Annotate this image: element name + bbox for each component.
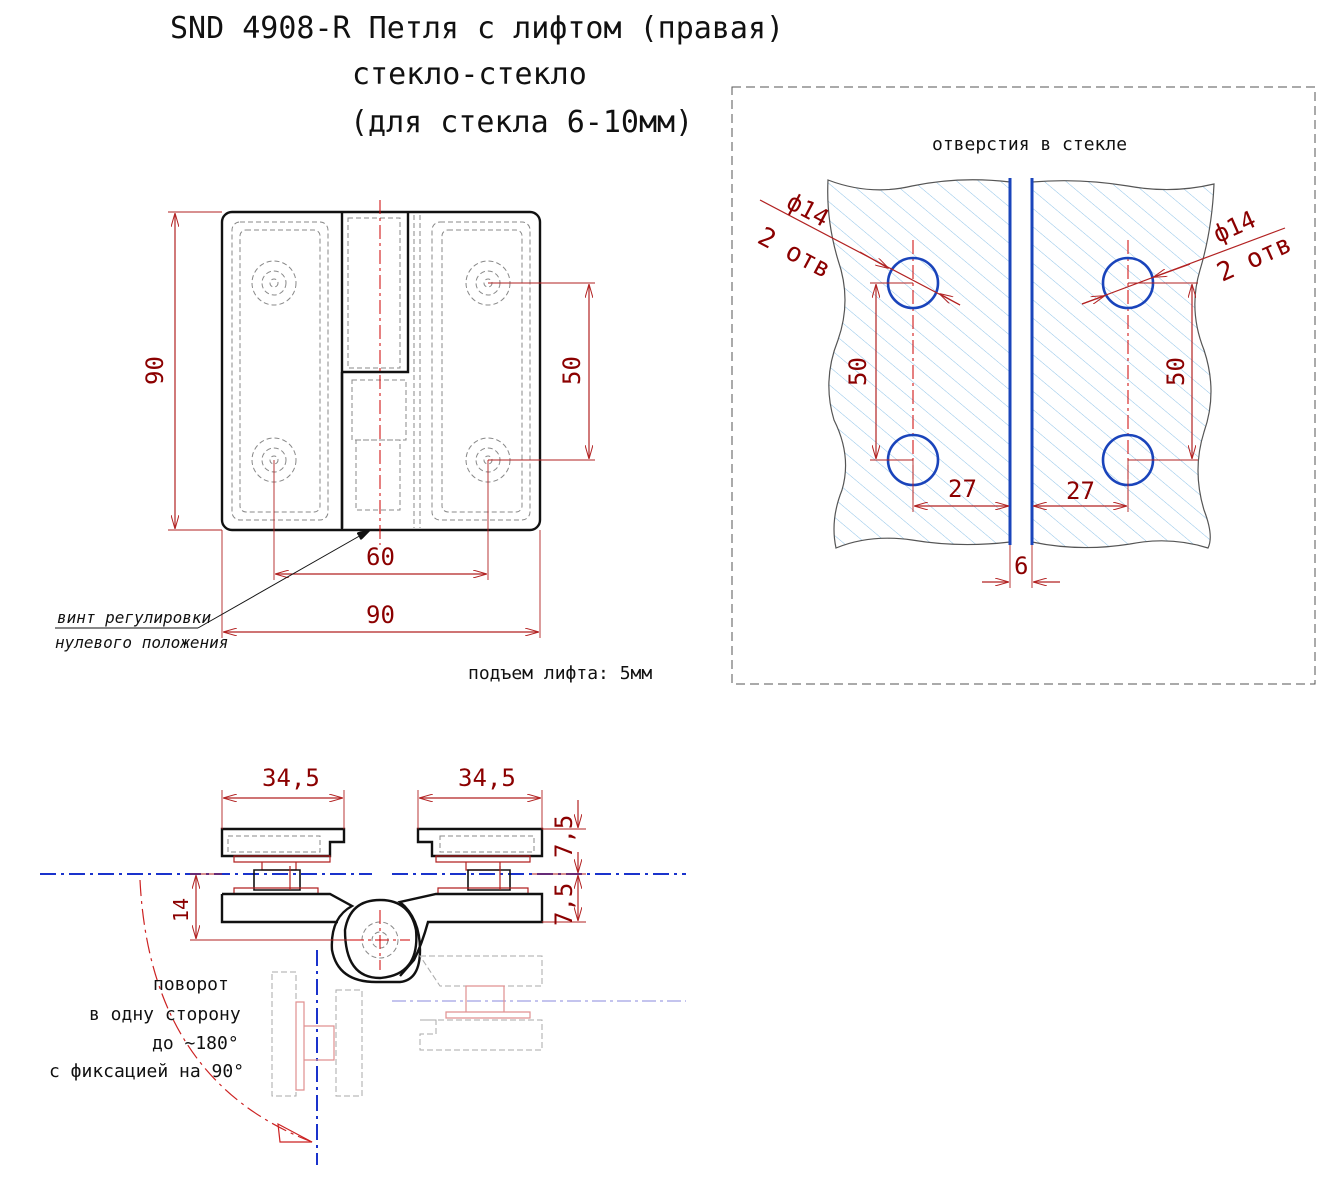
glass-view-frame	[731, 86, 1316, 685]
dim-upper: 7,5	[532, 800, 586, 923]
glass-right-dim-vertical: 50	[1128, 282, 1198, 461]
hinge-knuckle-outline	[340, 212, 410, 530]
dim-height: 90	[141, 211, 222, 531]
lift-note: подъем лифта: 5мм	[468, 663, 652, 684]
glass-left-dim-vertical: 50	[844, 282, 913, 461]
glass-left-dim-edge-label: 27	[948, 475, 977, 503]
drawing-title: SND 4908-R Петля с лифтом (правая) стекл…	[170, 11, 784, 140]
rotation-note-line-3: до ~180°	[152, 1033, 239, 1054]
glass-right-dim-edge: 27	[1034, 460, 1129, 512]
front-view: 90 50 60 90 винт р	[55, 200, 652, 684]
rotation-note-line-2: в одну сторону	[89, 1004, 241, 1025]
dim-holes-vertical: 50	[488, 282, 595, 461]
glass-right-dim-vertical-label: 50	[1162, 357, 1190, 386]
glass-caption: отверстия в стекле	[932, 134, 1127, 155]
dim-width-label: 90	[366, 601, 395, 629]
screw-note-leader: винт регулировки нулевого положения	[55, 530, 370, 652]
right-plate-hidden	[431, 221, 531, 521]
dim-width: 90	[221, 530, 541, 638]
dim-left-width-label: 34,5	[262, 764, 320, 792]
title-line-1: SND 4908-R Петля с лифтом (правая)	[170, 11, 784, 46]
hinge-body-outline	[220, 210, 542, 532]
side-view: 34,5 34,5 7,5 7,5	[40, 764, 686, 1165]
right-glass	[1031, 180, 1215, 549]
glass-view: отверстия в стекле ф14 2 отв ф14 2	[731, 86, 1316, 685]
dim-right-width: 34,5	[417, 764, 543, 829]
dim-holes-horizontal: 60	[273, 460, 489, 580]
screw-note-line-2: нулевого положения	[55, 633, 228, 652]
dim-lower: 7,5	[550, 876, 578, 926]
dim-holes-horizontal-label: 60	[366, 543, 395, 571]
glass-left-dim-vertical-label: 50	[844, 357, 872, 386]
dim-upper-label: 7,5	[550, 815, 578, 858]
left-plate-hidden	[231, 221, 329, 521]
glass-gap-label: 6	[1014, 552, 1028, 580]
dim-thickness-label: 14	[169, 898, 193, 922]
glass-right-dim-edge-label: 27	[1066, 477, 1095, 505]
left-hole-count: 2 отв	[753, 222, 836, 285]
rotation-note-line-1: поворот	[153, 974, 229, 995]
rotation-arc	[139, 879, 313, 1143]
title-line-3: (для стекла 6-10мм)	[350, 105, 693, 140]
dim-left-width: 34,5	[221, 764, 345, 829]
inner-plates-knuckle	[220, 892, 544, 984]
rotation-note-line-4: с фиксацией на 90°	[49, 1061, 244, 1082]
right-hole-diameter: ф14	[1209, 205, 1260, 248]
title-line-2: стекло-стекло	[352, 57, 587, 92]
screw-note-line-1: винт регулировки	[57, 608, 211, 627]
dim-holes-vertical-label: 50	[558, 356, 586, 385]
dim-height-label: 90	[141, 356, 169, 385]
dim-thickness: 14	[169, 873, 350, 941]
rotation-note: поворот в одну сторону до ~180° с фиксац…	[49, 974, 244, 1082]
glass-gap-dim: 6	[982, 545, 1060, 588]
front-hole-top-left	[251, 260, 297, 306]
glass-left-dim-edge: 27	[912, 460, 1008, 512]
dim-lower-label: 7,5	[550, 883, 578, 926]
dim-right-width-label: 34,5	[458, 764, 516, 792]
left-hole-diameter: ф14	[782, 188, 833, 233]
